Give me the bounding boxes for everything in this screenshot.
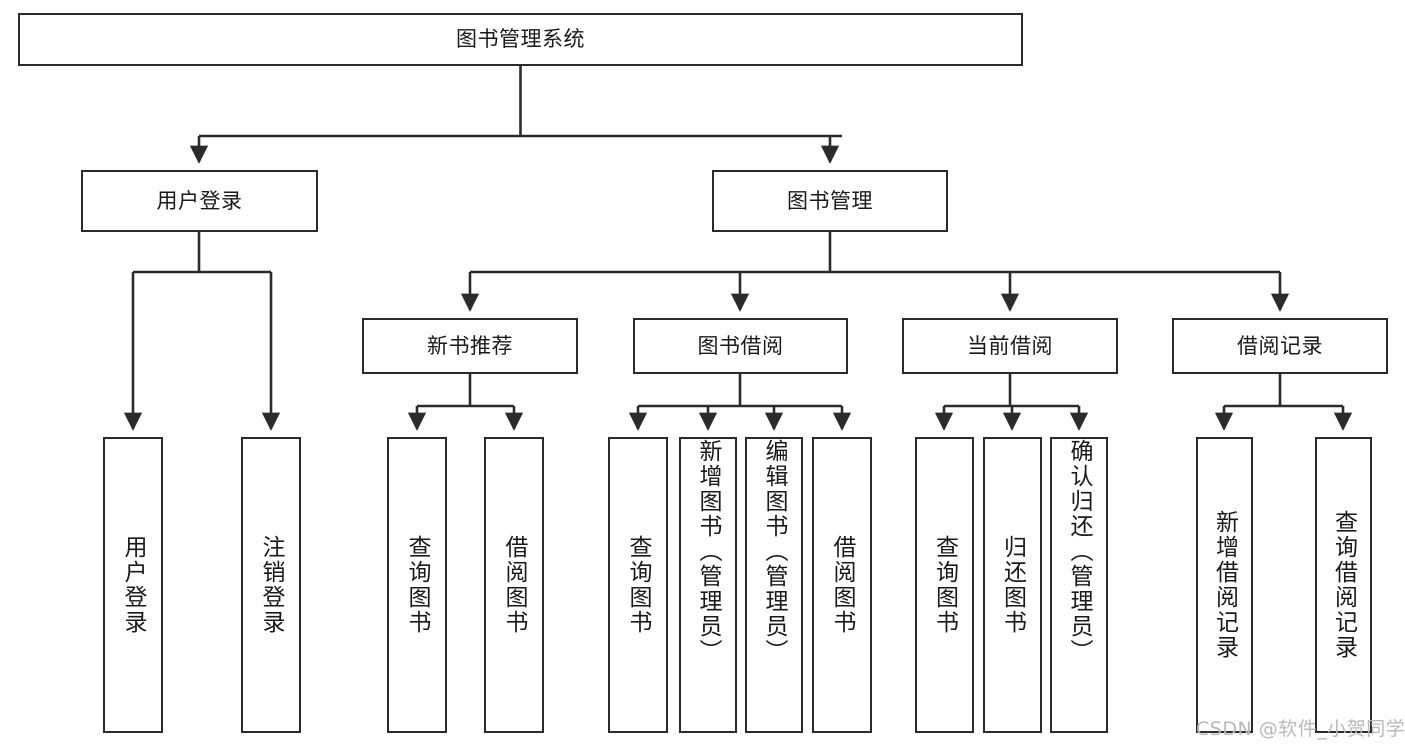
node-label: 查询图书 [404,535,431,635]
node-label: 新增图书（管理员） [695,439,722,664]
leaf-text-wrap: 新增借阅记录 [1198,439,1251,731]
leaf-add-borrow-record[interactable]: 新增借阅记录 [1196,437,1253,733]
leaf-text-wrap: 新增图书（管理员） [681,439,735,731]
leaf-add-book-admin[interactable]: 新增图书（管理员） [679,437,737,733]
node-borrow-record[interactable]: 借阅记录 [1172,318,1388,374]
node-label: 借阅图书 [501,535,528,635]
node-label: 确认归还（管理员） [1066,439,1093,664]
leaf-return-book[interactable]: 归还图书 [983,437,1042,733]
node-root-book-management-system[interactable]: 图书管理系统 [18,13,1023,66]
node-book-management[interactable]: 图书管理 [712,170,948,232]
leaf-text-wrap: 查询借阅记录 [1317,439,1370,731]
node-book-borrow[interactable]: 图书借阅 [633,318,848,374]
leaf-borrow-book[interactable]: 借阅图书 [812,437,872,733]
leaf-confirm-return-admin[interactable]: 确认归还（管理员） [1050,437,1108,733]
leaf-text-wrap: 确认归还（管理员） [1052,439,1106,731]
node-label: 编辑图书（管理员） [761,439,788,664]
leaf-text-wrap: 借阅图书 [486,439,542,731]
leaf-query-book-recommend[interactable]: 查询图书 [387,437,447,733]
leaf-edit-book-admin[interactable]: 编辑图书（管理员） [745,437,803,733]
node-label: 查询图书 [625,535,652,635]
node-user-login[interactable]: 用户登录 [81,170,318,232]
node-label: 用户登录 [156,188,243,213]
leaf-query-book-current[interactable]: 查询图书 [915,437,974,733]
node-label: 图书管理系统 [456,27,585,52]
node-label: 用户登录 [120,535,147,635]
leaf-text-wrap: 借阅图书 [814,439,870,731]
node-label: 注销登录 [258,535,285,635]
leaf-borrow-book-recommend[interactable]: 借阅图书 [484,437,544,733]
leaf-query-borrow-record[interactable]: 查询借阅记录 [1315,437,1372,733]
leaf-query-book-borrow[interactable]: 查询图书 [608,437,668,733]
leaf-text-wrap: 查询图书 [389,439,445,731]
leaf-text-wrap: 查询图书 [610,439,666,731]
leaf-text-wrap: 归还图书 [985,439,1040,731]
leaf-user-login[interactable]: 用户登录 [103,437,163,733]
node-label: 新增借阅记录 [1211,510,1238,660]
node-label: 借阅图书 [829,535,856,635]
node-label: 图书借阅 [697,333,784,358]
node-current-borrow[interactable]: 当前借阅 [902,318,1118,374]
leaf-text-wrap: 编辑图书（管理员） [747,439,801,731]
node-label: 查询借阅记录 [1330,510,1357,660]
csdn-watermark: CSDN @软件_小贺同学 [1196,718,1405,740]
node-label: 当前借阅 [967,333,1053,358]
leaf-logout[interactable]: 注销登录 [241,437,301,733]
node-label: 归还图书 [999,535,1026,635]
node-new-book-recommend[interactable]: 新书推荐 [362,318,578,374]
node-label: 图书管理 [787,188,873,213]
node-label: 新书推荐 [427,333,513,358]
leaf-text-wrap: 注销登录 [243,439,299,731]
leaf-text-wrap: 用户登录 [105,439,161,731]
node-label: 借阅记录 [1237,333,1323,358]
leaf-text-wrap: 查询图书 [917,439,972,731]
node-label: 查询图书 [931,535,958,635]
